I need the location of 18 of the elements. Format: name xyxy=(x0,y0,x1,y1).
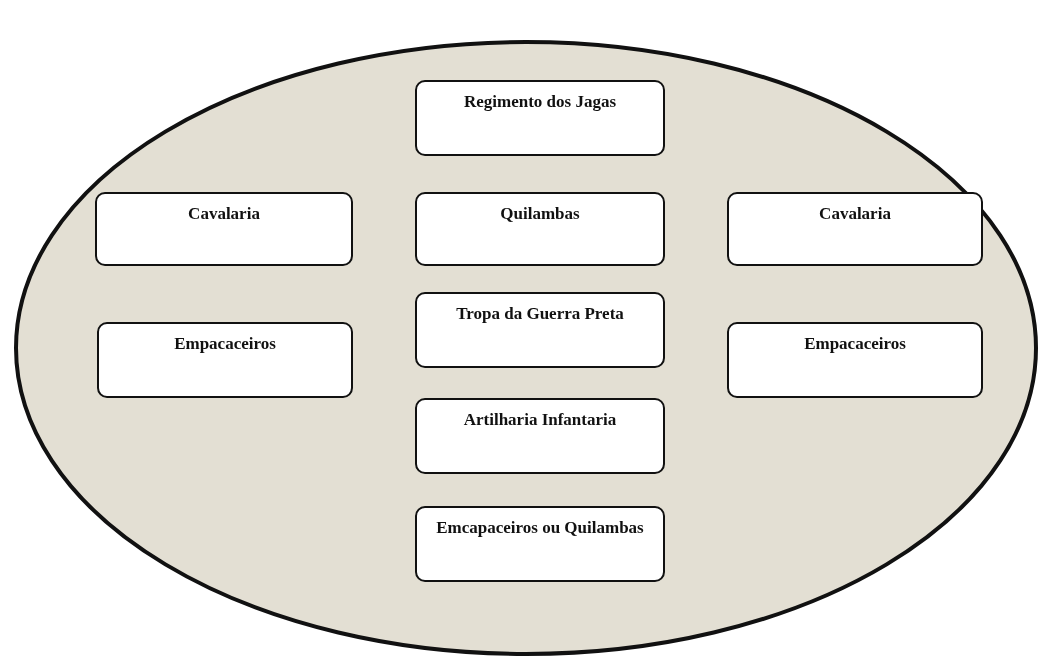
unit-box xyxy=(727,192,983,266)
unit-label: Artilharia Infantaria xyxy=(463,409,617,431)
unit-label: Cavalaria xyxy=(819,203,891,225)
unit-box xyxy=(727,322,983,398)
unit-box xyxy=(95,192,353,266)
unit-label: Empacaceiros xyxy=(804,333,906,355)
unit-box xyxy=(415,192,665,266)
unit-box xyxy=(415,80,665,156)
unit-label: Cavalaria xyxy=(188,203,260,225)
unit-label: Regimento dos Jagas xyxy=(463,91,617,113)
unit-label: Tropa da Guerra Preta xyxy=(456,303,624,325)
unit-box xyxy=(415,506,665,582)
unit-label: Empacaceiros xyxy=(174,333,276,355)
unit-box xyxy=(415,292,665,368)
unit-box xyxy=(415,398,665,474)
unit-label: Quilambas xyxy=(500,203,580,225)
unit-box xyxy=(97,322,353,398)
unit-label: Emcapaceiros ou Quilambas xyxy=(436,517,644,539)
